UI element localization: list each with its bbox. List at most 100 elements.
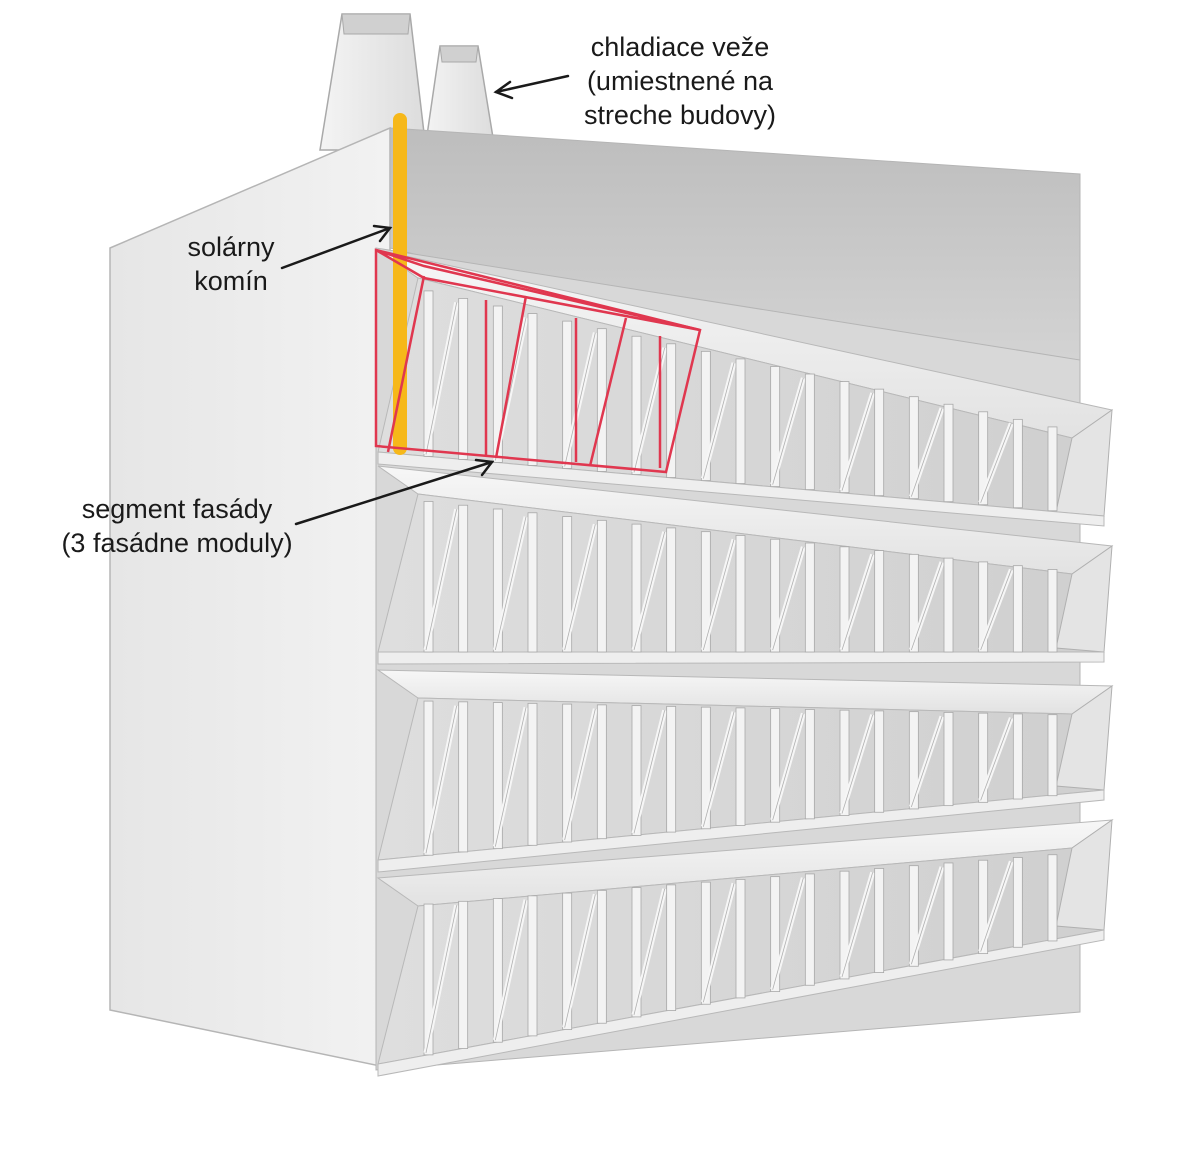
floor-2-brace-edge xyxy=(425,509,458,651)
floor-4-brace-edge xyxy=(772,877,804,990)
floor-2-mullion xyxy=(804,542,815,653)
floor-3-mullion xyxy=(492,702,503,850)
floor-3-mullion xyxy=(423,700,434,856)
floor-3-mullion xyxy=(839,709,850,816)
cooling-tower-back-top xyxy=(341,13,411,35)
floor-2-mullion xyxy=(1012,565,1023,653)
floor-1-mullion xyxy=(631,335,642,475)
floor-3-mullion xyxy=(908,711,919,810)
floor-1-brace-edge xyxy=(564,332,596,467)
floor-4-mullion xyxy=(978,859,989,955)
floor-1-sill xyxy=(377,451,1105,527)
floor-4-mullion xyxy=(527,895,538,1037)
label-cooling-towers-line2: (umiestnené na xyxy=(586,66,774,96)
floor-3-mullion xyxy=(943,712,954,807)
facade-segment-outline xyxy=(374,248,702,474)
floor-2-mullion xyxy=(1047,569,1058,653)
floor-2-mullion xyxy=(874,550,885,653)
floor-4-mullion xyxy=(1012,857,1023,948)
floor-2-brace-edge xyxy=(564,524,596,651)
floor-1-mullion xyxy=(908,396,919,500)
floor-1-mullion xyxy=(700,350,711,481)
floor-2-brace-edge xyxy=(910,561,943,651)
floor-4-brace-edge xyxy=(425,905,458,1053)
floor-3-mullion xyxy=(666,705,677,833)
facade-floors xyxy=(376,249,1114,1077)
floor-2-brace-edge xyxy=(702,539,735,651)
label-cooling-towers-line1: chladiace veže xyxy=(590,32,770,62)
floor-2-mullion xyxy=(492,508,503,653)
floor-3-mullion xyxy=(770,708,781,823)
floor-4-mullion xyxy=(562,892,573,1030)
cooling-tower-front-top xyxy=(439,45,479,63)
arrow-facade-segment xyxy=(294,458,495,526)
floor-2-brace-edge xyxy=(772,546,804,651)
floor-4-mullion xyxy=(874,868,885,973)
floor-3-mullion xyxy=(631,705,642,836)
floor-3-brace-edge xyxy=(910,716,943,808)
floor-3-brace-edge xyxy=(633,710,666,834)
floor-4-mullion xyxy=(1047,854,1058,942)
floor-3-mullion xyxy=(700,706,711,830)
floor-2-mullion xyxy=(943,557,954,653)
label-facade-segment: segment fasády (3 fasádne moduly) xyxy=(52,492,302,560)
floor-1-brace-edge xyxy=(841,393,874,491)
floor-4-mullion xyxy=(423,903,434,1056)
floor-3-mullion xyxy=(596,704,607,840)
floor-2-mullion xyxy=(596,519,607,653)
floor-1-mullion xyxy=(1047,426,1058,512)
floor-3-brace-edge xyxy=(425,705,458,854)
label-solar-chimney-line1: solárny xyxy=(187,232,275,262)
floor-4-mullion xyxy=(908,865,919,967)
floor-4-brace-edge xyxy=(910,866,943,965)
floor-1-mullion xyxy=(492,305,503,463)
floor-4-mullion xyxy=(943,862,954,961)
floor-1-mullion xyxy=(562,320,573,469)
floor-1-mullion xyxy=(943,403,954,503)
floor-4-mullion xyxy=(492,898,503,1043)
floor-4-mullion xyxy=(839,870,850,980)
floor-4-brace-edge xyxy=(980,861,1012,952)
floor-3-mullion xyxy=(562,703,573,843)
label-facade-segment-line2: (3 fasádne moduly) xyxy=(61,528,293,558)
label-cooling-towers: chladiace veže (umiestnené na streche bu… xyxy=(560,30,800,132)
label-solar-chimney: solárny komín xyxy=(166,230,296,298)
floor-2-mullion xyxy=(458,504,469,653)
floor-2-mullion xyxy=(666,527,677,653)
floor-2-mullion xyxy=(908,553,919,653)
floor-1-brace-edge xyxy=(425,302,458,455)
floor-3-mullion xyxy=(527,702,538,846)
floor-3-brace-edge xyxy=(564,708,596,841)
floor-4-mullion xyxy=(596,889,607,1024)
floor-2-brace-edge xyxy=(841,554,874,651)
floor-1-mullion xyxy=(735,358,746,484)
floor-3-brace-edge xyxy=(772,713,804,821)
floor-2-mullion xyxy=(839,546,850,653)
cooling-towers xyxy=(319,13,497,157)
floor-2-mullion xyxy=(978,561,989,653)
floor-1-mullion xyxy=(527,313,538,466)
segment-divider-2 xyxy=(588,317,628,467)
floor-4-brace-edge xyxy=(841,872,874,978)
floor-2-mullion xyxy=(631,523,642,653)
floor-3-mullion xyxy=(1047,714,1058,797)
floor-1-brace-edge xyxy=(980,423,1012,503)
label-facade-segment-line1: segment fasády xyxy=(81,494,273,524)
floor-4-sill xyxy=(377,929,1105,1077)
floor-3-mullion xyxy=(874,710,885,813)
floor-1-mullion xyxy=(1012,418,1023,509)
floor-2-mullion xyxy=(423,501,434,653)
floor-4-mullion xyxy=(458,900,469,1049)
segment-divider-1 xyxy=(494,295,528,459)
floor-1-mullion xyxy=(804,373,815,491)
floor-1-mullion xyxy=(423,290,434,457)
annotation-arrows xyxy=(280,74,570,526)
floor-1-mullion xyxy=(978,411,989,506)
floor-1-mullion xyxy=(458,298,469,460)
floor-2-mullion xyxy=(527,512,538,653)
floor-1-mullion xyxy=(839,381,850,494)
floor-1-brace-edge xyxy=(772,377,804,485)
floor-1-mullion xyxy=(666,343,677,478)
